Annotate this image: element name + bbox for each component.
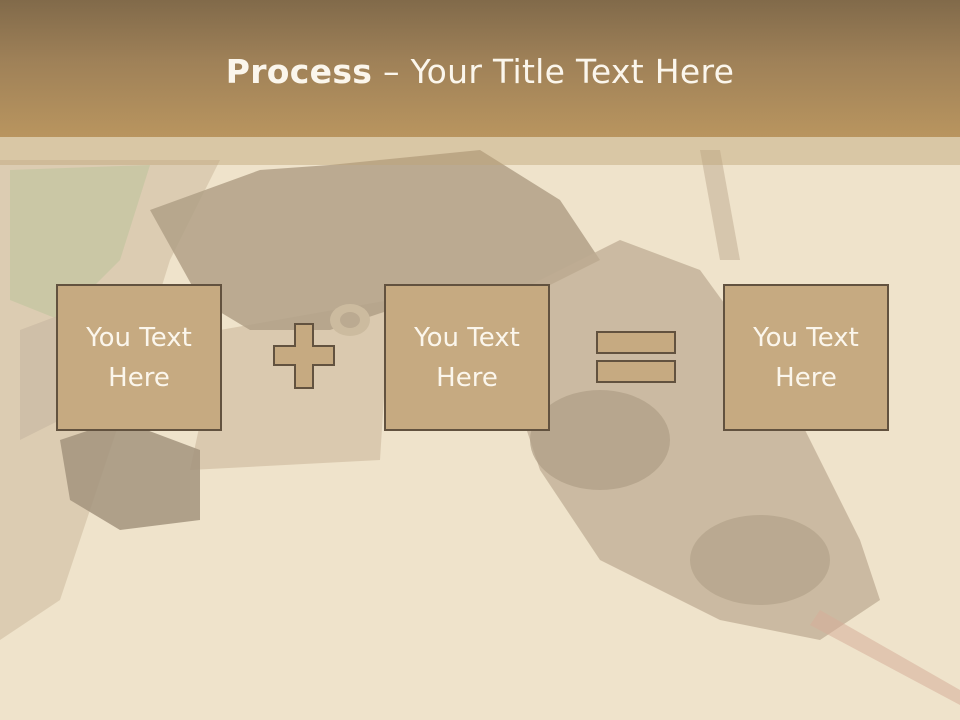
process-box-label: You Text Here xyxy=(414,322,520,393)
plus-icon xyxy=(273,323,335,389)
process-box-1: You Text Here xyxy=(56,284,222,431)
title-rest: – Your Title Text Here xyxy=(372,52,735,91)
process-box-3: You Text Here xyxy=(723,284,889,431)
header-band xyxy=(0,137,960,165)
process-box-label: You Text Here xyxy=(86,322,192,393)
process-box-label: You Text Here xyxy=(753,322,859,393)
slide-title: Process – Your Title Text Here xyxy=(0,52,960,91)
title-bold: Process xyxy=(225,52,373,91)
equals-icon xyxy=(596,331,676,383)
process-box-2: You Text Here xyxy=(384,284,550,431)
title-bar xyxy=(0,0,960,137)
